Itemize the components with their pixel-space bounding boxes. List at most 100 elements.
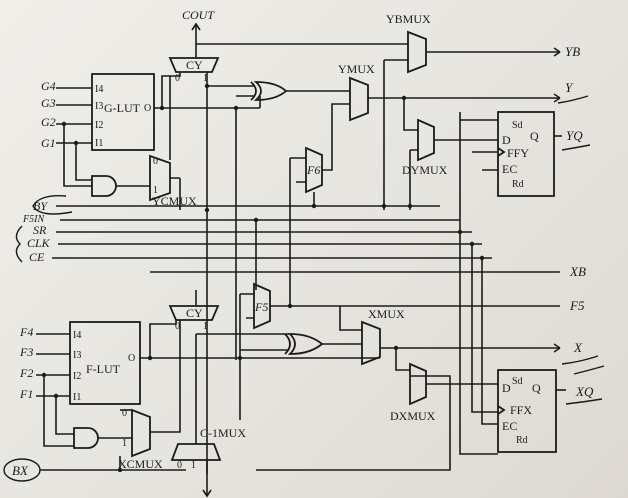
f5-mux-inputs bbox=[239, 293, 254, 420]
y-arrow bbox=[553, 93, 561, 103]
xcmux-out bbox=[150, 320, 181, 433]
c1mux-label: C-1MUX bbox=[200, 426, 246, 440]
ffy-q-pin: Q bbox=[530, 129, 539, 143]
f5-junction bbox=[287, 303, 293, 309]
ffx-sd-pin: Sd bbox=[512, 376, 523, 387]
dymux-label: DYMUX bbox=[402, 163, 448, 177]
ycmux-in1: 1 bbox=[153, 185, 158, 196]
xor-top-gate bbox=[253, 81, 288, 101]
ybmux-block bbox=[407, 30, 427, 74]
ffy-block bbox=[497, 111, 555, 197]
bx-label: BX bbox=[12, 463, 29, 478]
dymux-block bbox=[417, 118, 435, 162]
cy-top-in1: 1 bbox=[203, 73, 208, 84]
f-lut-out-pin: O bbox=[128, 353, 135, 364]
ybmux-label: YBMUX bbox=[386, 12, 431, 26]
xcmux-block bbox=[131, 408, 151, 458]
f-lut-pin-i4: I4 bbox=[73, 330, 81, 341]
f5-label: F5 bbox=[569, 298, 585, 313]
cy-top-label: CY bbox=[186, 58, 203, 72]
f3-label: F3 bbox=[19, 345, 33, 359]
cy-top-in0-wire bbox=[169, 72, 181, 179]
y-underline bbox=[557, 95, 589, 104]
ycmux-block bbox=[149, 154, 171, 202]
carry-junction-mid bbox=[204, 207, 210, 213]
dxmux-label: DXMUX bbox=[390, 409, 436, 423]
ffx-label: FFX bbox=[510, 403, 532, 417]
f1-label: F1 bbox=[19, 387, 33, 401]
ymux-label: YMUX bbox=[338, 62, 375, 76]
c1mux-in1: 1 bbox=[191, 460, 196, 471]
f-lut-block bbox=[69, 321, 141, 405]
yq-underline bbox=[561, 144, 591, 151]
g-lut-to-cy bbox=[161, 75, 170, 108]
g-lut-block bbox=[91, 73, 155, 151]
cy-bottom-in0: 0 bbox=[175, 321, 180, 332]
ff-control-vertical bbox=[459, 112, 498, 455]
g-lut-pin-i1: I1 bbox=[95, 138, 103, 149]
ybmux-inputs bbox=[196, 43, 408, 210]
c1mux-wires bbox=[195, 334, 208, 496]
ffy-d-pin: D bbox=[502, 133, 511, 147]
xcmux-label: XCMUX bbox=[118, 457, 163, 471]
dxmux-in bbox=[395, 348, 410, 371]
g-lut-pin-i4: I4 bbox=[95, 84, 103, 95]
f5in-label: F5IN bbox=[22, 214, 45, 225]
control-brace-mark bbox=[15, 225, 23, 263]
xcmux-in0: 0 bbox=[122, 408, 127, 419]
yb-arrow bbox=[553, 47, 561, 57]
f-input-wires bbox=[36, 333, 70, 397]
f5-mux-block bbox=[253, 282, 271, 330]
g-and-feed bbox=[63, 124, 92, 187]
sr-label: SR bbox=[33, 223, 47, 237]
f4-label: F4 bbox=[19, 325, 33, 339]
g-lut-pin-i3: I3 bbox=[95, 101, 103, 112]
ymux-block bbox=[349, 76, 369, 122]
bx-feeds bbox=[119, 375, 451, 471]
xmux-block bbox=[361, 320, 381, 366]
xor-top-inputs bbox=[207, 85, 255, 97]
cout-arrow bbox=[191, 22, 201, 31]
xq-underline bbox=[565, 398, 603, 405]
g-lut-pin-i2: I2 bbox=[95, 120, 103, 131]
f-lut-out-junction2 bbox=[237, 355, 243, 361]
c1mux-in0: 0 bbox=[177, 460, 182, 471]
f-lut-pin-i1: I1 bbox=[73, 392, 81, 403]
ffy-ec-pin: EC bbox=[502, 162, 517, 176]
ffy-clock-mark bbox=[497, 147, 506, 157]
xq-overline bbox=[573, 365, 605, 375]
g4-label: G4 bbox=[41, 79, 56, 93]
cy-bottom-in1: 1 bbox=[203, 321, 208, 332]
y-label: Y bbox=[565, 80, 574, 95]
ffx-clock-mark bbox=[497, 405, 506, 415]
ffy-control-feeds bbox=[460, 119, 498, 171]
cy-bottom-label: CY bbox=[186, 306, 203, 320]
ffx-rd-pin: Rd bbox=[516, 435, 528, 446]
xor-bottom-gate bbox=[287, 333, 324, 355]
f6-out bbox=[322, 103, 350, 171]
ycmux-label: YCMUX bbox=[152, 194, 197, 208]
ffy-label: FFY bbox=[507, 146, 529, 160]
xor-bottom-arc bbox=[284, 333, 291, 355]
f5-mux-label: F5 bbox=[254, 300, 268, 314]
f-lut-to-cy bbox=[149, 320, 177, 358]
f-lut-pin-i2: I2 bbox=[73, 371, 81, 382]
ffx-q-pin: Q bbox=[532, 381, 541, 395]
g2-label: G2 bbox=[41, 115, 56, 129]
xb-label: XB bbox=[569, 264, 586, 279]
f-and-gate bbox=[73, 427, 99, 449]
g1-label: G1 bbox=[41, 136, 56, 150]
xmux-in-f5 bbox=[290, 306, 362, 330]
g-input-wires bbox=[56, 87, 92, 144]
clk-label: CLK bbox=[27, 236, 51, 250]
xor-bottom-inputs bbox=[196, 333, 289, 351]
by-label: BY bbox=[33, 199, 48, 213]
ffy-sd-pin: Sd bbox=[512, 120, 523, 131]
x-underline bbox=[561, 355, 599, 365]
yb-label: YB bbox=[565, 44, 580, 59]
yq-label: YQ bbox=[566, 128, 583, 143]
f2-label: F2 bbox=[19, 366, 33, 380]
cout-label: COUT bbox=[182, 8, 215, 22]
g3-label: G3 bbox=[41, 96, 56, 110]
